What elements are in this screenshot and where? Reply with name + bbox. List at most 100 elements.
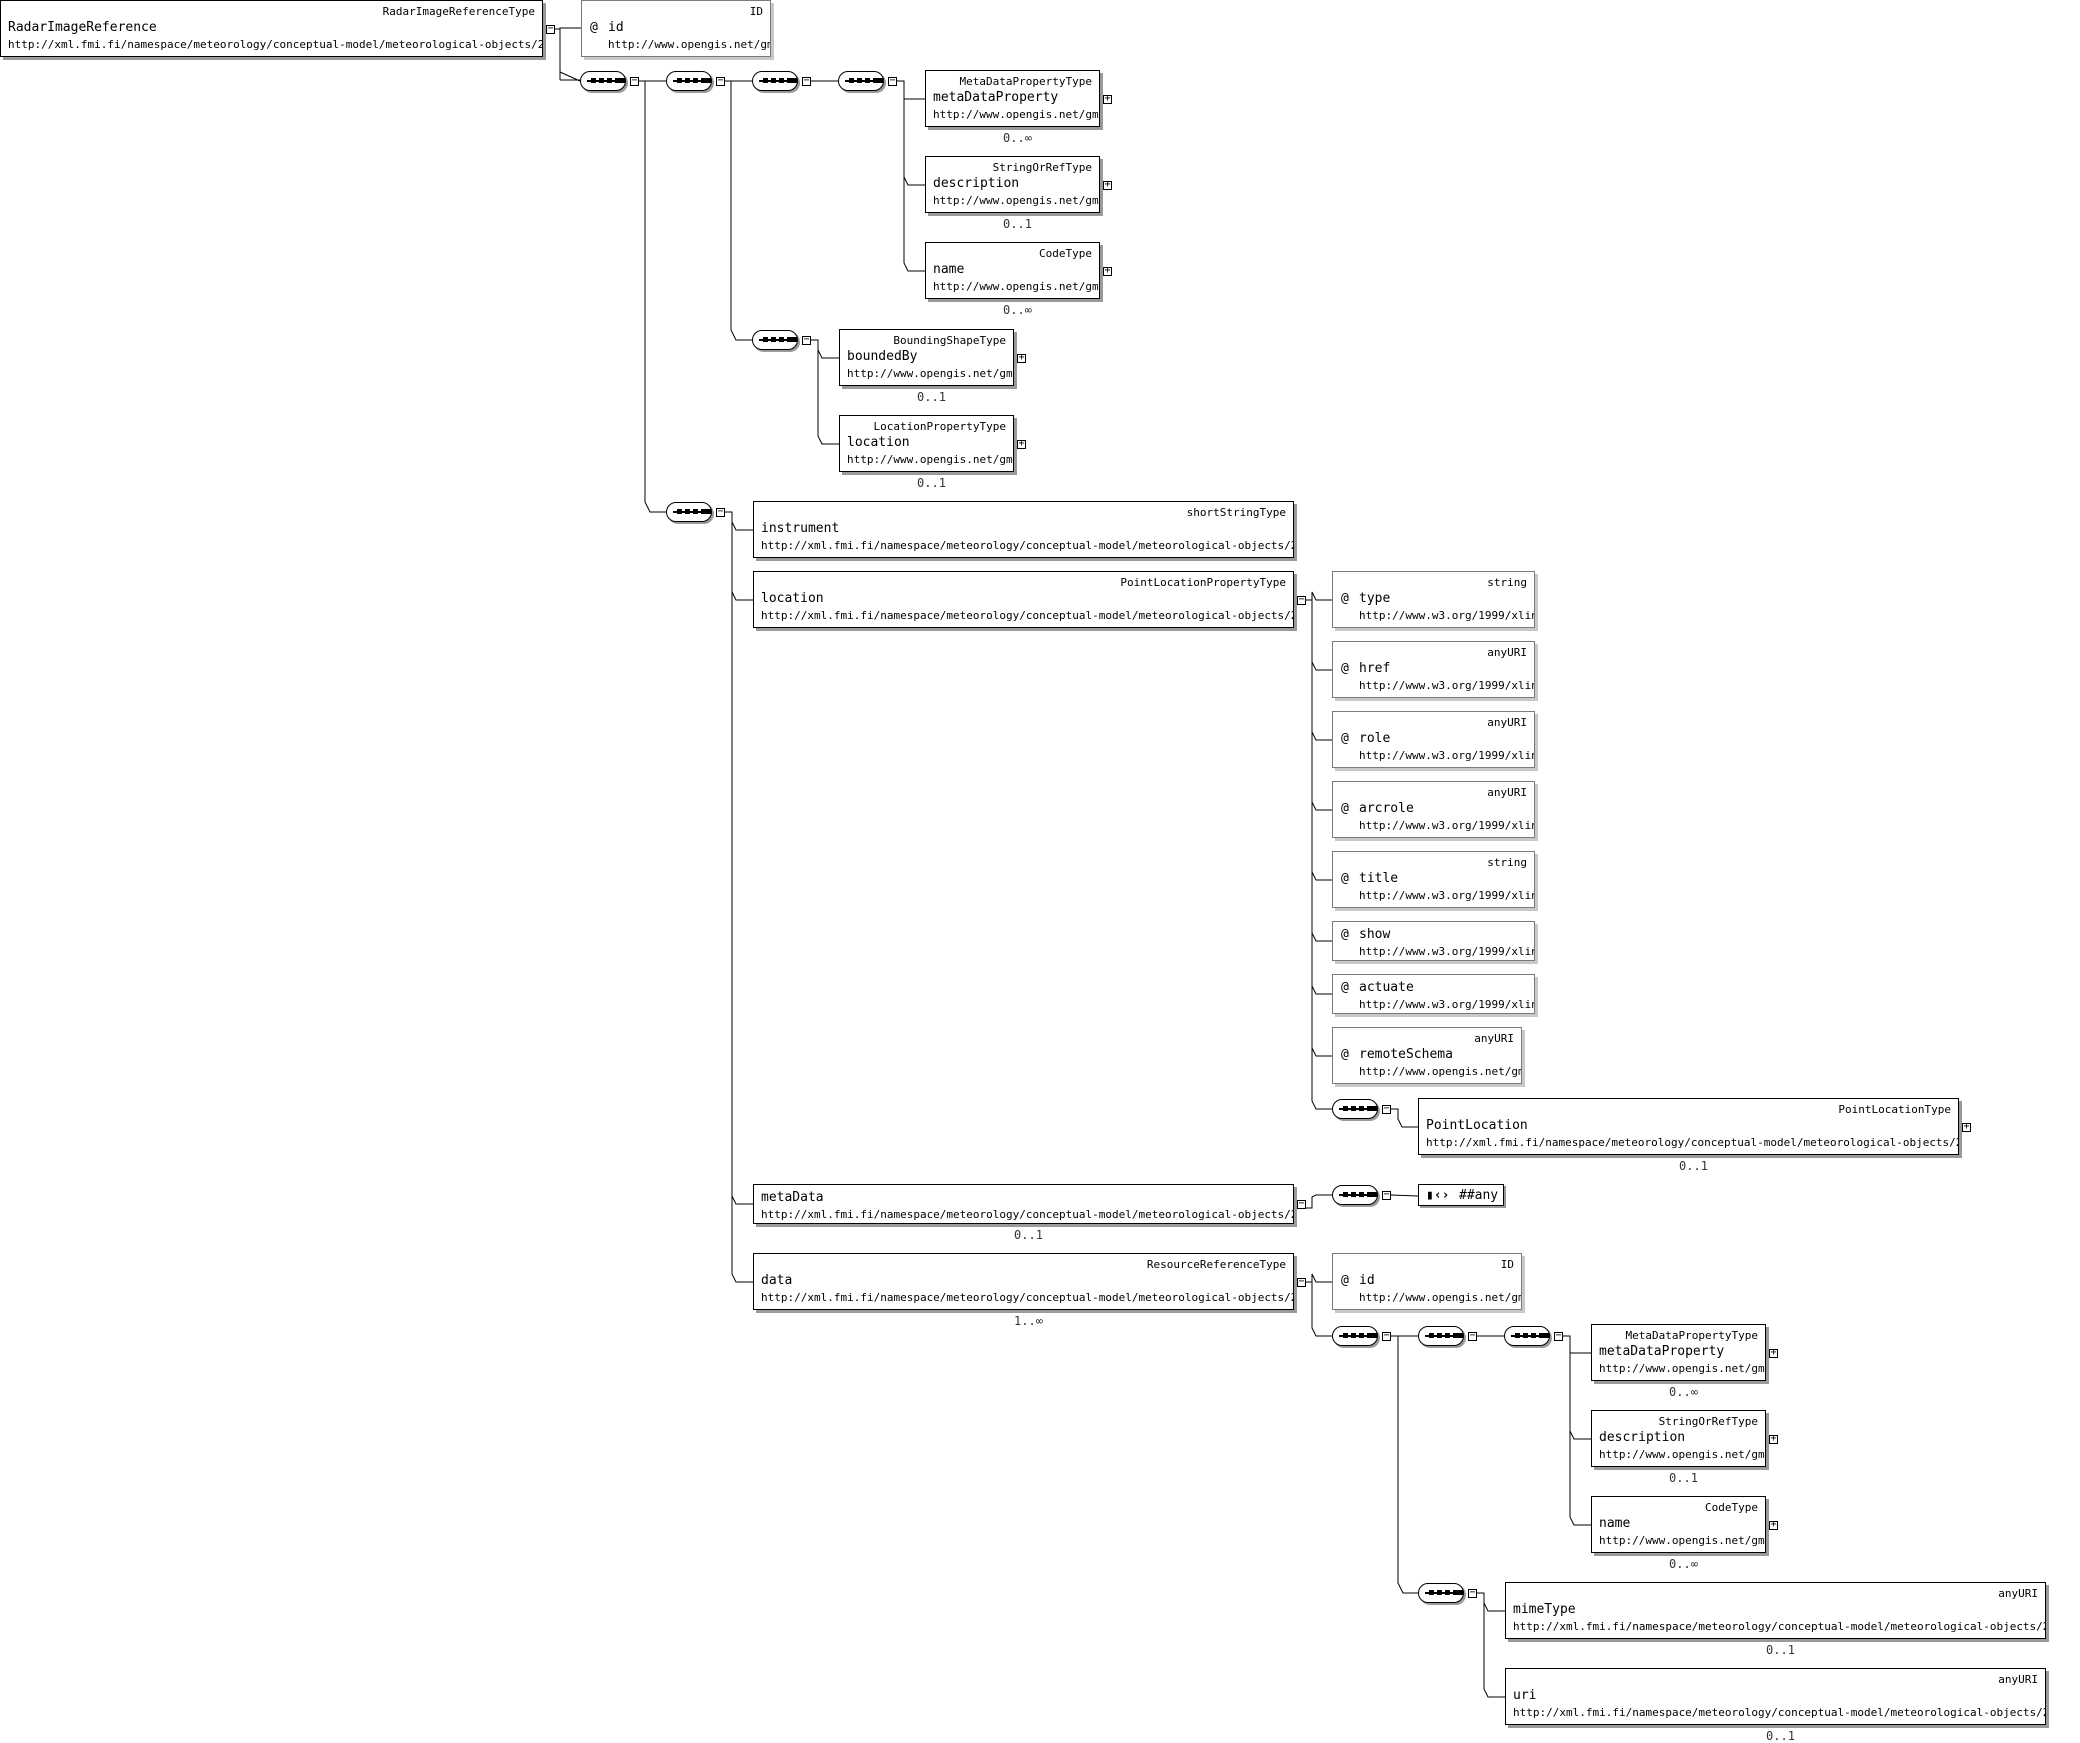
expander-collapse-icon[interactable]: − xyxy=(1382,1189,1391,1200)
name-label: type xyxy=(1359,591,1391,606)
attribute-marker: @ xyxy=(1341,980,1349,995)
name-label: id xyxy=(1359,1273,1375,1288)
expander-collapse-icon[interactable]: − xyxy=(716,75,725,86)
sequence-dot xyxy=(685,509,690,514)
namespace-label: http://www.opengis.net/gml xyxy=(1599,1362,1766,1375)
type-label: ID xyxy=(749,5,763,18)
expander-expand-icon[interactable]: + xyxy=(1769,1519,1778,1530)
expander-collapse-icon[interactable]: − xyxy=(1382,1103,1391,1114)
expander-collapse-icon[interactable]: − xyxy=(802,334,811,345)
expander-collapse-icon[interactable]: − xyxy=(1468,1330,1477,1341)
name-label: role xyxy=(1359,731,1391,746)
expander-collapse-icon[interactable]: − xyxy=(1382,1330,1391,1341)
sequence-compositor-icon[interactable] xyxy=(666,502,712,522)
name-label: metaData xyxy=(761,1190,824,1205)
name-label: actuate xyxy=(1359,980,1414,995)
sequence-dot xyxy=(1372,1106,1377,1111)
sequence-compositor-icon[interactable] xyxy=(1332,1326,1378,1346)
expander-collapse-icon[interactable]: − xyxy=(716,506,725,517)
type-label: CodeType xyxy=(1705,1501,1758,1514)
connector-line xyxy=(1311,1282,1332,1337)
sequence-dot xyxy=(1351,1192,1356,1197)
cardinality-label: 0..∞ xyxy=(1003,303,1032,317)
expander-collapse-icon[interactable]: − xyxy=(1297,594,1306,605)
sequence-compositor-icon[interactable] xyxy=(752,330,798,350)
sequence-dot xyxy=(792,78,797,83)
expander-collapse-icon[interactable]: − xyxy=(1297,1198,1306,1209)
attribute-marker: @ xyxy=(1341,1273,1349,1288)
expander-collapse-icon[interactable]: − xyxy=(1468,1587,1477,1598)
expander-expand-icon[interactable]: + xyxy=(1103,179,1112,190)
expander-expand-icon[interactable]: + xyxy=(1017,352,1026,363)
type-label: anyURI xyxy=(1487,646,1527,659)
sequence-compositor-icon[interactable] xyxy=(666,71,712,91)
sequence-dot xyxy=(865,78,870,83)
type-label: MetaDataPropertyType xyxy=(959,75,1092,88)
sequence-compositor-icon[interactable] xyxy=(1332,1099,1378,1119)
expander-collapse-icon[interactable]: − xyxy=(1554,1330,1563,1341)
expander-expand-icon[interactable]: + xyxy=(1769,1433,1778,1444)
sequence-dot xyxy=(779,337,784,342)
cardinality-label: 0..1 xyxy=(1669,1471,1698,1485)
wildcard-any[interactable]: ▮‹›##any xyxy=(1418,1184,1504,1206)
connector-line xyxy=(1563,1335,1591,1440)
connector-line xyxy=(1477,1592,1505,1612)
connector-line xyxy=(811,339,839,445)
expander-expand-icon[interactable]: + xyxy=(1103,93,1112,104)
sequence-compositor-icon[interactable] xyxy=(1332,1185,1378,1205)
sequence-compositor-icon[interactable] xyxy=(752,71,798,91)
sequence-compositor-icon[interactable] xyxy=(838,71,884,91)
expander-expand-icon[interactable]: + xyxy=(1017,438,1026,449)
sequence-compositor-icon[interactable] xyxy=(580,71,626,91)
sequence-dot xyxy=(591,78,596,83)
expander-expand-icon[interactable]: + xyxy=(1103,265,1112,276)
sequence-compositor-icon[interactable] xyxy=(1504,1326,1550,1346)
attribute-marker: @ xyxy=(1341,801,1349,816)
namespace-label: http://www.w3.org/1999/xlink xyxy=(1359,889,1535,902)
namespace-label: http://www.w3.org/1999/xlink xyxy=(1359,819,1535,832)
expander-collapse-icon[interactable]: − xyxy=(802,75,811,86)
connector-line xyxy=(725,511,753,1205)
sequence-dot xyxy=(787,78,792,83)
expander-collapse-icon[interactable]: − xyxy=(630,75,639,86)
expander-collapse-icon[interactable]: − xyxy=(546,23,555,34)
sequence-compositor-icon[interactable] xyxy=(1418,1326,1464,1346)
name-label: description xyxy=(1599,1430,1686,1445)
namespace-label: http://www.opengis.net/gml xyxy=(1599,1534,1766,1547)
name-label: metaDataProperty xyxy=(933,90,1059,105)
namespace-label: http://www.w3.org/1999/xlink xyxy=(1359,749,1535,762)
expander-expand-icon[interactable]: + xyxy=(1769,1347,1778,1358)
expander-collapse-icon[interactable]: − xyxy=(888,75,897,86)
sequence-compositor-icon[interactable] xyxy=(1418,1583,1464,1603)
sequence-dot xyxy=(615,78,620,83)
namespace-label: http://www.opengis.net/gml xyxy=(1599,1448,1766,1461)
expander-collapse-icon[interactable]: − xyxy=(1297,1276,1306,1287)
expander-expand-icon[interactable]: + xyxy=(1962,1121,1971,1132)
